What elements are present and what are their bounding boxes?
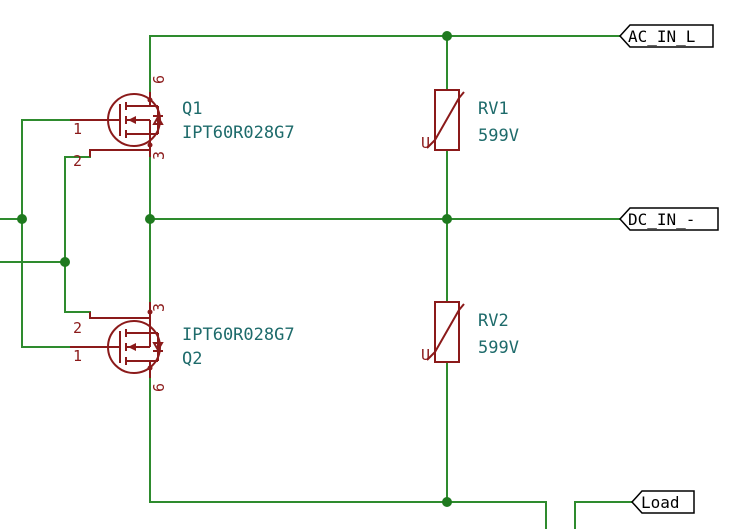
junction-dot bbox=[145, 214, 155, 224]
net-label-dc-in-minus[interactable]: DC_IN_- bbox=[618, 207, 719, 231]
junction-dot bbox=[442, 497, 452, 507]
rv1-top-tick bbox=[458, 91, 465, 99]
q1-pin1-number: 1 bbox=[73, 120, 82, 138]
q1-drain-path bbox=[126, 100, 151, 107]
q2-pin-dot bbox=[147, 365, 153, 371]
rv1-reference: RV1 bbox=[478, 99, 509, 119]
varistor-rv2[interactable]: U RV2 599V bbox=[421, 301, 519, 364]
q2-value: IPT60R028G7 bbox=[182, 325, 295, 345]
junction-dot bbox=[442, 31, 452, 41]
dc-in-minus-label-text: DC_IN_- bbox=[628, 210, 695, 229]
junction-dot bbox=[442, 214, 452, 224]
q2-pin2-number: 2 bbox=[73, 319, 82, 337]
q2-pin2-lead bbox=[89, 312, 151, 322]
ac-in-l-label-text: AC_IN_L bbox=[628, 27, 695, 46]
q1-pin-dot bbox=[147, 142, 153, 148]
q2-pin-dot bbox=[147, 309, 153, 315]
q2-reference: Q2 bbox=[182, 349, 202, 369]
q1-reference: Q1 bbox=[182, 99, 202, 119]
rv1-mark: U bbox=[421, 134, 430, 152]
q1-pin2-number: 2 bbox=[73, 152, 82, 170]
load-label-shape bbox=[630, 490, 695, 514]
q2-arrow bbox=[128, 343, 136, 351]
q2-pin6-number: 6 bbox=[150, 383, 168, 392]
junction-dot bbox=[17, 214, 27, 224]
rv2-characteristic-line bbox=[426, 309, 460, 361]
net-label-ac-in-l[interactable]: AC_IN_L bbox=[618, 24, 714, 48]
rv2-body bbox=[434, 301, 460, 363]
junction-dot bbox=[60, 257, 70, 267]
q1-pin3-number: 3 bbox=[150, 151, 168, 160]
mosfet-q1[interactable]: 1 2 3 6 Q1 IPT60R028G7 bbox=[70, 75, 295, 170]
rv1-body bbox=[434, 89, 460, 151]
q2-drain-path bbox=[126, 360, 151, 368]
rv2-top-tick bbox=[458, 303, 465, 311]
q2-diode-triangle bbox=[152, 342, 164, 353]
rv2-value: 599V bbox=[478, 338, 519, 358]
q1-arrow bbox=[128, 116, 136, 124]
mosfet-q2[interactable]: 2 1 3 6 IPT60R028G7 Q2 bbox=[70, 302, 295, 392]
junctions bbox=[17, 31, 452, 507]
ac-in-l-label-shape bbox=[618, 24, 714, 48]
rv1-characteristic-line bbox=[426, 97, 460, 149]
q1-diode-triangle bbox=[152, 114, 164, 125]
rv2-mark: U bbox=[421, 346, 430, 364]
q1-pin2-lead bbox=[89, 145, 151, 157]
load-label-text: Load bbox=[641, 493, 680, 512]
wires bbox=[0, 35, 633, 529]
q2-pin3-number: 3 bbox=[150, 303, 168, 312]
net-label-load[interactable]: Load bbox=[630, 490, 695, 514]
rv1-value: 599V bbox=[478, 126, 519, 146]
q1-value: IPT60R028G7 bbox=[182, 123, 295, 143]
q1-pin6-number: 6 bbox=[150, 75, 168, 84]
dc-in-minus-label-shape bbox=[618, 207, 719, 231]
rv2-reference: RV2 bbox=[478, 311, 509, 331]
q1-pin-dot bbox=[147, 97, 153, 103]
q2-pin1-number: 1 bbox=[73, 347, 82, 365]
varistor-rv1[interactable]: U RV1 599V bbox=[421, 89, 519, 152]
